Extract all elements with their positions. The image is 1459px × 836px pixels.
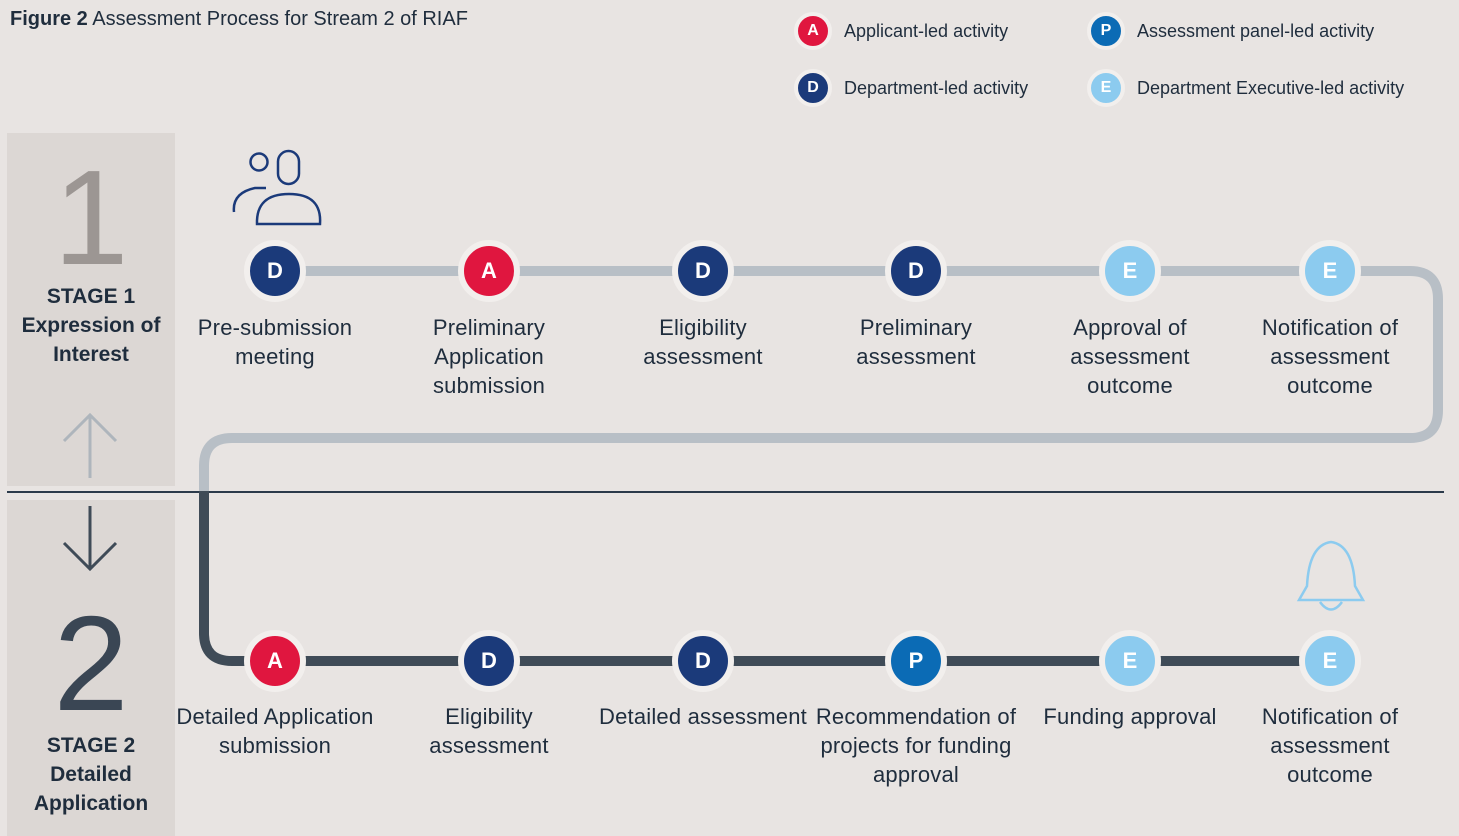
legend-department: D Department-led activity bbox=[794, 69, 1028, 107]
legend-executive-badge: E bbox=[1087, 69, 1125, 107]
stage2-step3-label: Detailed assessment bbox=[598, 704, 807, 729]
legend-department-label: Department-led activity bbox=[844, 77, 1029, 98]
legend-applicant-label: Applicant-led activity bbox=[844, 20, 1009, 41]
figure-title: Figure 2 Assessment Process for Stream 2… bbox=[10, 8, 468, 31]
figure-label: Figure 2 bbox=[10, 8, 88, 30]
stage2-step2-badge: D bbox=[458, 630, 520, 692]
legend-department-badge: D bbox=[794, 69, 832, 107]
stage1-step6-label: Notification of assessment outcome bbox=[1261, 315, 1399, 398]
stage1-label: STAGE 1 Expression of Interest bbox=[21, 285, 161, 366]
stage-divider bbox=[7, 491, 1444, 493]
arrow-down-icon bbox=[62, 506, 118, 572]
stage2-step2-label: Eligibility assessment bbox=[429, 704, 549, 758]
arrow-up-icon bbox=[62, 412, 118, 478]
legend-panel: P Assessment panel-led activity bbox=[1087, 12, 1374, 50]
stage2-step6-badge: E bbox=[1299, 630, 1361, 692]
stage1-step2-badge: A bbox=[458, 240, 520, 302]
stage1-number: 1 bbox=[53, 142, 129, 293]
stage1-step5-badge: E bbox=[1099, 240, 1161, 302]
stage1-step3-badge: D bbox=[672, 240, 734, 302]
legend-applicant: A Applicant-led activity bbox=[794, 12, 1008, 50]
stage1-step5-label: Approval of assessment outcome bbox=[1070, 315, 1190, 398]
stage2-step1-label: Detailed Application submission bbox=[176, 704, 374, 758]
legend-executive: E Department Executive-led activity bbox=[1087, 69, 1404, 107]
stage2-flow-line bbox=[199, 491, 1330, 666]
legend-panel-badge: P bbox=[1087, 12, 1125, 50]
legend-executive-label: Department Executive-led activity bbox=[1137, 77, 1405, 98]
stage2-step5-badge: E bbox=[1099, 630, 1161, 692]
legend-applicant-badge: A bbox=[794, 12, 832, 50]
bell-icon bbox=[1296, 540, 1366, 611]
stage2-step4-badge: P bbox=[885, 630, 947, 692]
stage1-step4-label: Preliminary assessment bbox=[856, 315, 976, 369]
stage2-number: 2 bbox=[53, 588, 129, 739]
stage1-step1-badge: D bbox=[244, 240, 306, 302]
stage1-step2-label: Preliminary Application submission bbox=[432, 315, 546, 398]
stage1-step1-label: Pre-submission meeting bbox=[197, 315, 353, 369]
stage2-step3-badge: D bbox=[672, 630, 734, 692]
stage2-step5-label: Funding approval bbox=[1043, 704, 1217, 729]
people-icon bbox=[232, 149, 322, 226]
stage2-step6-label: Notification of assessment outcome bbox=[1261, 704, 1399, 787]
stage1-step6-badge: E bbox=[1299, 240, 1361, 302]
stage2-step4-label: Recommendation of projects for funding a… bbox=[815, 704, 1017, 787]
stage1-step3-label: Eligibility assessment bbox=[643, 315, 763, 369]
stage2-step1-badge: A bbox=[244, 630, 306, 692]
legend-panel-label: Assessment panel-led activity bbox=[1137, 20, 1375, 41]
stage1-step4-badge: D bbox=[885, 240, 947, 302]
figure-title-text: Assessment Process for Stream 2 of RIAF bbox=[92, 8, 468, 30]
stage1-flow-line bbox=[199, 266, 1443, 491]
stage2-label: STAGE 2 Detailed Application bbox=[33, 734, 149, 815]
